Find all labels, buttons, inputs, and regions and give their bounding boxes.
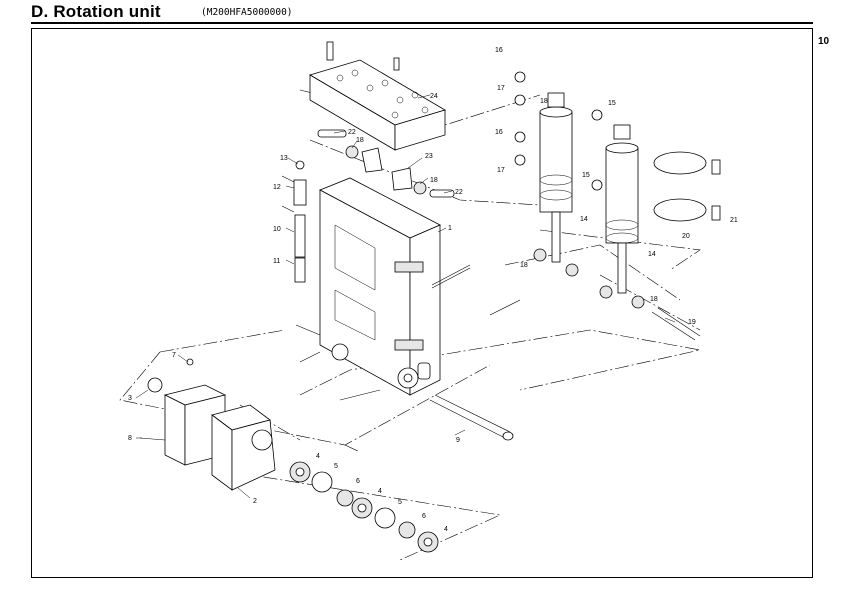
callout-13: 13	[280, 155, 288, 162]
callout-11: 11	[273, 258, 280, 265]
part-pins-right	[533, 248, 701, 341]
header-rule	[31, 22, 813, 24]
callout-16: 16	[495, 47, 503, 54]
callout-6: 6	[356, 478, 360, 485]
callout-3: 3	[128, 395, 132, 402]
callout-24: 24	[430, 93, 438, 100]
callout-18: 18	[356, 137, 364, 144]
model-code: (M200HFA5000000)	[201, 7, 293, 18]
part-clevis-brackets	[317, 129, 455, 198]
part-cylinder-left	[514, 71, 573, 263]
callout-15: 15	[582, 172, 590, 179]
callout-labels: 1 2 3 4 4 4 5 5 6 6 7 8 9 10 11 12 13 14…	[128, 47, 738, 533]
callout-14: 14	[648, 251, 656, 258]
callout-22: 22	[348, 129, 356, 136]
callout-6: 6	[422, 513, 426, 520]
part-bearings	[289, 461, 439, 553]
callout-10: 10	[273, 226, 281, 233]
callout-4: 4	[444, 526, 448, 533]
callout-15: 15	[608, 100, 616, 107]
callout-23: 23	[425, 153, 433, 160]
callout-20: 20	[682, 233, 690, 240]
part-base-housing	[139, 358, 276, 491]
callout-17: 17	[497, 85, 505, 92]
callout-9: 9	[456, 437, 460, 444]
callout-1: 1	[448, 225, 452, 232]
callout-19: 19	[688, 319, 696, 326]
page-header: D. Rotation unit (M200HFA5000000)	[31, 2, 813, 26]
diagram-frame	[31, 28, 813, 578]
callout-12: 12	[273, 184, 281, 191]
callout-18: 18	[650, 296, 658, 303]
callout-17: 17	[497, 167, 505, 174]
leader-lines	[135, 94, 676, 499]
part-cylinder-right	[591, 109, 639, 294]
part-sensor-assembly	[281, 160, 307, 283]
callout-5: 5	[398, 499, 402, 506]
part-shaft	[429, 394, 514, 441]
callout-8: 8	[128, 435, 132, 442]
callout-18: 18	[540, 98, 548, 105]
callout-4: 4	[316, 453, 320, 460]
callout-18: 18	[430, 177, 438, 184]
part-sensor-bands	[653, 151, 721, 222]
callout-22: 22	[455, 189, 463, 196]
callout-2: 2	[253, 498, 257, 505]
section-title: D. Rotation unit	[31, 2, 161, 21]
callout-4: 4	[378, 488, 382, 495]
callout-7: 7	[172, 352, 176, 359]
callout-18: 18	[520, 262, 528, 269]
part-top-plate	[309, 41, 446, 151]
page-number: 10	[818, 36, 830, 47]
callout-16: 16	[495, 129, 503, 136]
part-main-frame	[295, 177, 521, 401]
callout-5: 5	[334, 463, 338, 470]
callout-21: 21	[730, 217, 738, 224]
callout-14: 14	[580, 216, 588, 223]
